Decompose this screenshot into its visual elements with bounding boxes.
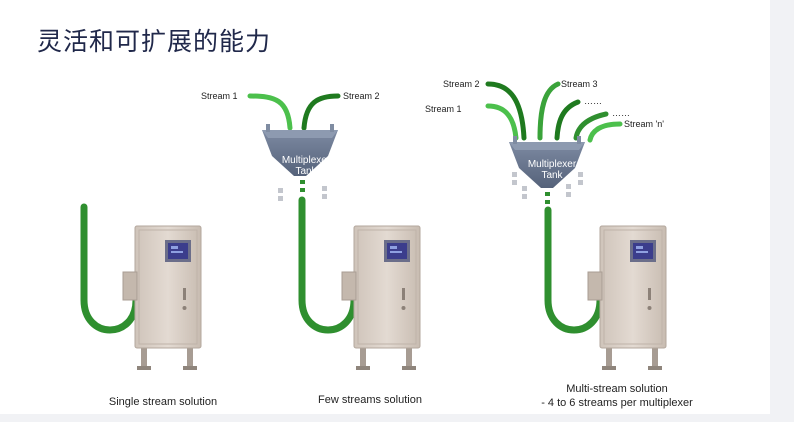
multi-ellipsis-2: …… [612, 108, 630, 118]
single-stream-config: Single stream solution [80, 203, 217, 408]
single-stream-pipe [80, 203, 140, 334]
multi-stream-pipe-n [587, 121, 623, 143]
right-side-strip [770, 0, 794, 422]
tank-drain-marks-few [278, 180, 327, 201]
stream-label-1: Stream 1 [201, 91, 238, 101]
multi-stream-label-3: Stream 3 [561, 79, 598, 89]
caption-few: Few streams solution [318, 394, 422, 406]
caption-single: Single stream solution [109, 396, 217, 408]
tank-drain-marks-multi [512, 172, 583, 204]
caption-multi-line1: Multi-stream solution [566, 383, 667, 395]
multi-stream-pipe-3 [537, 81, 561, 141]
multi-stream-label-n: Stream 'n' [624, 119, 664, 129]
caption-multi-line2: - 4 to 6 streams per multiplexer [541, 397, 693, 409]
analyzer-cabinet-few [341, 225, 421, 371]
multi-stream-label-2: Stream 2 [443, 79, 480, 89]
multi-ellipsis-1: …… [584, 96, 602, 106]
multi-stream-label-1: Stream 1 [425, 104, 462, 114]
few-streams-config: Stream 1 Stream 2 Multiplexer Tank Few s… [201, 91, 422, 406]
tank-label-multi-1: Multiplexer [528, 159, 577, 170]
tank-label-multi-2: Tank [541, 170, 563, 181]
stream-pipe-2 [301, 93, 341, 131]
multi-stream-pipe-5 [573, 111, 609, 141]
tank-label-few-1: Multiplexer [282, 155, 331, 166]
few-streams-pipe [298, 196, 358, 334]
stream-pipe-1 [247, 93, 293, 131]
tank-label-few-2: Tank [295, 166, 317, 177]
page-title: 灵活和可扩展的能力 [37, 28, 272, 56]
analyzer-cabinet-single [122, 225, 202, 371]
bottom-strip [0, 414, 794, 422]
multi-stream-pipe-2 [485, 81, 527, 141]
multi-stream-pipe-4 [554, 99, 581, 141]
multi-stream-pipe [544, 206, 604, 334]
analyzer-cabinet-multi [587, 225, 667, 371]
stream-label-2: Stream 2 [343, 91, 380, 101]
multi-stream-pipe-1 [485, 103, 519, 141]
multi-stream-config: Stream 2 Stream 3 Stream 1 …… …… Stream … [425, 79, 693, 409]
